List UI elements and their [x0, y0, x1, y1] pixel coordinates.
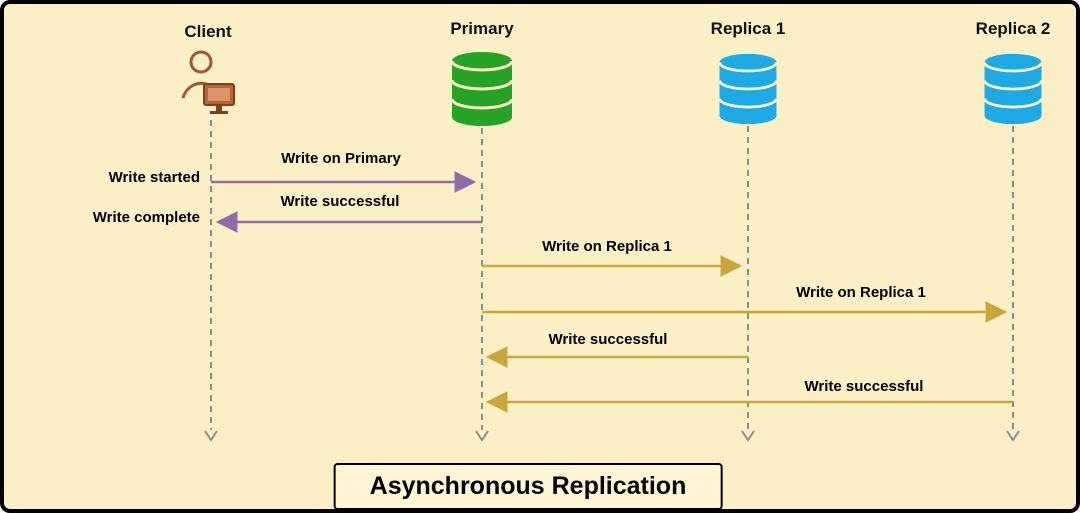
actor-label-replica-2: Replica 2: [975, 19, 1051, 38]
lifeline-arrow-icon: [1006, 430, 1020, 442]
message-label-write-on-replica-1: Write on Replica 1: [542, 238, 672, 255]
message-label-write-successful-1: Write successful: [280, 193, 400, 210]
database-icon-primary: [450, 50, 514, 133]
message-label-write-on-replica-2: Write on Replica 1: [796, 284, 926, 301]
actor-label-replica-1: Replica 1: [710, 19, 786, 38]
actor-label-client: Client: [184, 22, 232, 41]
diagram-title: Asynchronous Replication: [333, 463, 723, 509]
message-label-write-on-primary: Write on Primary: [281, 150, 401, 167]
lifeline-client: [204, 120, 218, 442]
database-icon-replica-2: [982, 52, 1044, 131]
side-label-write-complete: Write complete: [92, 209, 200, 226]
message-label-write-successful-2: Write successful: [548, 331, 668, 348]
lifeline-primary: [475, 128, 489, 442]
client-person-icon: [180, 50, 238, 123]
lifeline-arrow-icon: [475, 430, 489, 442]
sequence-lines-layer: [204, 120, 1020, 442]
database-icon-replica-1: [717, 52, 779, 131]
actor-label-primary: Primary: [450, 19, 514, 38]
lifeline-replica-1: [741, 126, 755, 442]
lifeline-arrow-icon: [741, 430, 755, 442]
side-label-write-started: Write started: [108, 169, 200, 186]
lifeline-replica-2: [1006, 126, 1020, 442]
message-label-write-successful-3: Write successful: [804, 378, 924, 395]
lifeline-arrow-icon: [204, 430, 218, 442]
